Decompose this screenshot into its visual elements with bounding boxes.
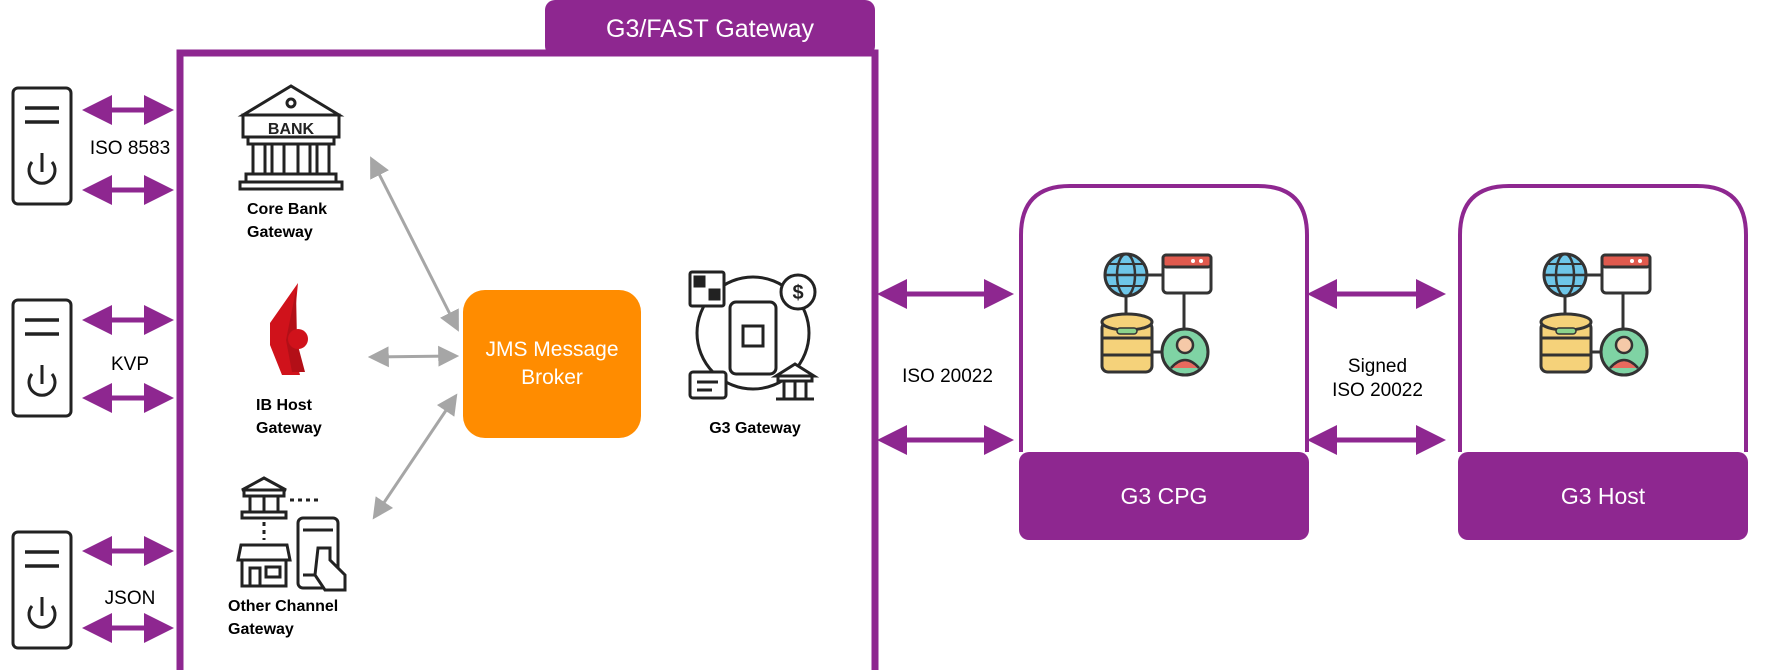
bank-logo-text: BANK [268, 121, 315, 138]
core-bank-label-line1: Core Bank [247, 201, 328, 218]
server-icon [11, 86, 73, 206]
signed-label: Signed [1347, 356, 1408, 377]
gateway-title-tab [545, 0, 875, 56]
other-channel-icon [236, 476, 347, 592]
g3-cpg-label: G3 CPG [1120, 483, 1208, 509]
server-icon [11, 530, 73, 650]
bank-icon [237, 84, 345, 191]
internal-link-arrows [367, 156, 460, 520]
ib-host-label-line1: IB Host [256, 397, 312, 414]
ib-logo-icon [270, 283, 308, 375]
g3-gateway-icon: $ [688, 270, 820, 401]
protocol-label-json: JSON [104, 588, 156, 609]
protocol-label-kvp: KVP [110, 354, 150, 375]
external-link-arrows [82, 95, 174, 643]
ib-host-label-line2: Gateway [256, 420, 322, 437]
svg-text:$: $ [792, 282, 803, 304]
other-channel-label-line1: Other Channel [228, 598, 339, 615]
g3-host-label: G3 Host [1560, 483, 1646, 509]
jms-broker-label-line1: JMS Message [485, 338, 619, 361]
jms-broker-label-line2: Broker [521, 366, 583, 389]
g3-gateway-label: G3 Gateway [709, 420, 801, 437]
g3-host-box [1458, 184, 1748, 540]
double-arrow [370, 156, 459, 332]
gateway-title: G3/FAST Gateway [606, 15, 814, 43]
cpg-link-arrows [877, 279, 1446, 455]
jms-broker-label: JMS Message Broker [463, 290, 641, 438]
double-arrow [372, 393, 458, 520]
core-bank-label-line2: Gateway [247, 224, 313, 241]
iso20022-link-label: ISO 20022 [902, 366, 993, 387]
g3-cpg-box [1019, 184, 1309, 540]
other-channel-label-line2: Gateway [228, 621, 294, 638]
protocol-label-iso8583: ISO 8583 [89, 138, 171, 159]
signed-iso20022-label: ISO 20022 [1332, 380, 1423, 401]
jms-broker-box [463, 290, 641, 438]
server-icon [11, 298, 73, 418]
double-arrow [367, 345, 460, 368]
